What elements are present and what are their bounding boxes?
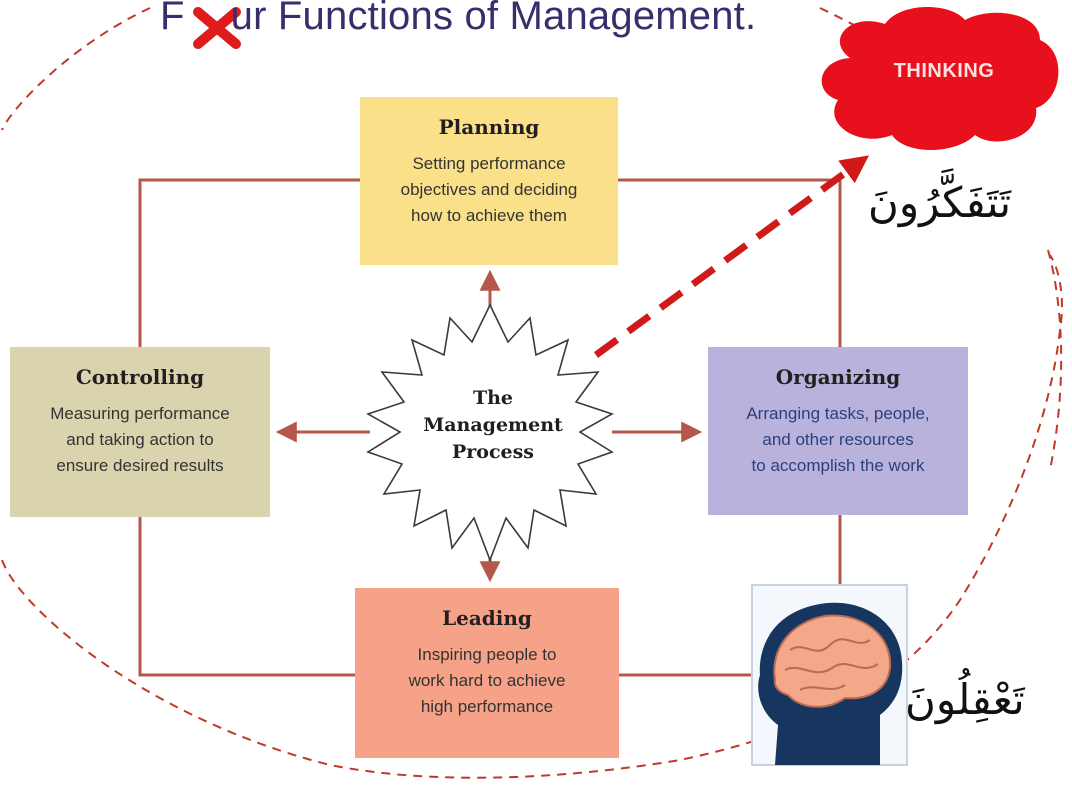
management-process-starburst — [366, 303, 614, 563]
planning-heading: Planning — [438, 115, 540, 139]
leading-description: Inspiring people to work hard to achieve… — [408, 645, 566, 716]
controlling-heading: Controlling — [75, 365, 205, 389]
management-process-label: The Management Process — [423, 387, 563, 463]
thinking-cloud — [821, 6, 1059, 151]
planning-box: Planning Setting performance objectives … — [360, 97, 618, 265]
arabic-word-taqilun: تَعْقِلُونَ — [905, 675, 1025, 724]
dashed-arrow-to-thinking — [593, 155, 870, 358]
controlling-description: Measuring performance and taking action … — [50, 404, 230, 475]
organizing-box: Organizing Arranging tasks, people, and … — [708, 347, 968, 515]
title-first-letter: F — [160, 0, 185, 38]
organizing-heading: Organizing — [775, 365, 901, 389]
dashed-oval-outline — [1, 7, 1063, 779]
dashed-oval-right-segment — [1047, 249, 1063, 471]
thinking-label: THINKING — [893, 60, 995, 82]
title-rest: ur Functions of Management. — [230, 0, 757, 38]
leading-box: Leading Inspiring people to work hard to… — [355, 588, 619, 758]
arabic-word-tatafakkarun: تَتَفَكَّرُونَ — [868, 178, 1012, 227]
leading-heading: Leading — [442, 606, 532, 630]
brain-head-image — [751, 584, 908, 766]
organizing-description: Arranging tasks, people, and other resou… — [746, 404, 930, 475]
planning-description: Setting performance objectives and decid… — [400, 154, 578, 225]
title-cross-mark — [193, 7, 241, 49]
controlling-box: Controlling Measuring performance and ta… — [10, 347, 270, 517]
